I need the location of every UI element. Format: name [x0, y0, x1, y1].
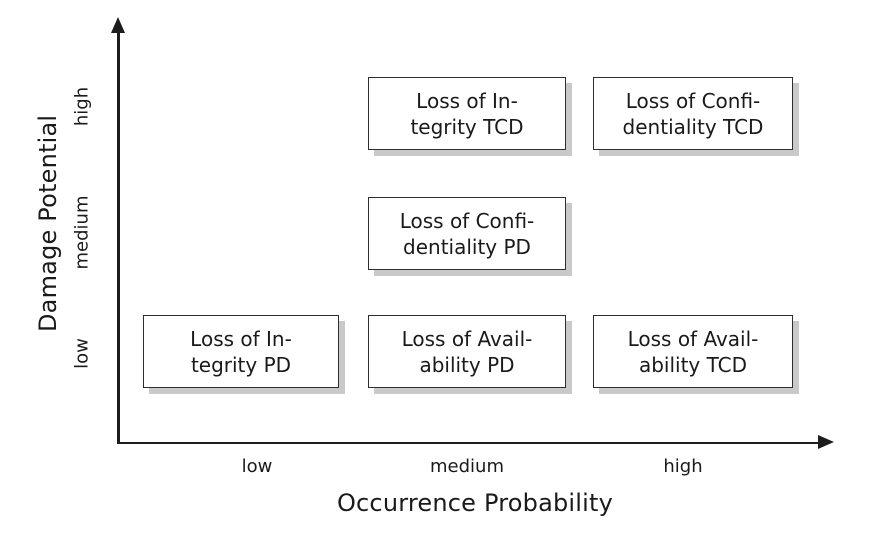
- y-axis-line: [117, 28, 120, 444]
- x-axis-arrow-icon: [818, 434, 834, 449]
- cell-text-line2: ability TCD: [638, 352, 748, 377]
- cell-low-low[interactable]: Loss of In- tegrity PD: [143, 315, 339, 388]
- y-axis-title: Damage Potential: [34, 114, 62, 332]
- cell-medium-high[interactable]: Loss of In- tegrity TCD: [368, 77, 566, 150]
- y-tick-high: high: [71, 86, 93, 127]
- x-axis-title: Occurrence Probability: [336, 489, 614, 517]
- cell-text-line2: tegrity TCD: [410, 114, 524, 139]
- cell-medium-medium[interactable]: Loss of Confi- dentiality PD: [368, 197, 566, 270]
- cell-text-line2: tegrity PD: [190, 352, 292, 377]
- cell-text-line1: Loss of Confi-: [625, 88, 761, 113]
- cell-high-low[interactable]: Loss of Avail- ability TCD: [593, 315, 793, 388]
- cell-text-line1: Loss of In-: [190, 326, 292, 351]
- cell-text-line1: Loss of In-: [416, 88, 518, 113]
- y-axis-arrow-icon: [111, 17, 125, 33]
- cell-text-line1: Loss of Avail-: [401, 326, 533, 351]
- x-tick-high: high: [663, 456, 703, 477]
- x-tick-medium: medium: [430, 456, 504, 477]
- x-tick-low: low: [241, 456, 273, 477]
- cell-text-line1: Loss of Confi-: [399, 208, 535, 233]
- y-tick-medium: medium: [71, 195, 93, 270]
- cell-text-line1: Loss of Avail-: [627, 326, 759, 351]
- y-tick-low: low: [71, 338, 93, 369]
- cell-high-high[interactable]: Loss of Confi- dentiality TCD: [593, 77, 793, 150]
- cell-text-line2: dentiality TCD: [622, 114, 764, 139]
- cell-text-line2: dentiality PD: [403, 234, 531, 259]
- cell-medium-low[interactable]: Loss of Avail- ability PD: [368, 315, 566, 388]
- x-axis-line: [117, 441, 823, 444]
- cell-text-line2: ability PD: [419, 352, 515, 377]
